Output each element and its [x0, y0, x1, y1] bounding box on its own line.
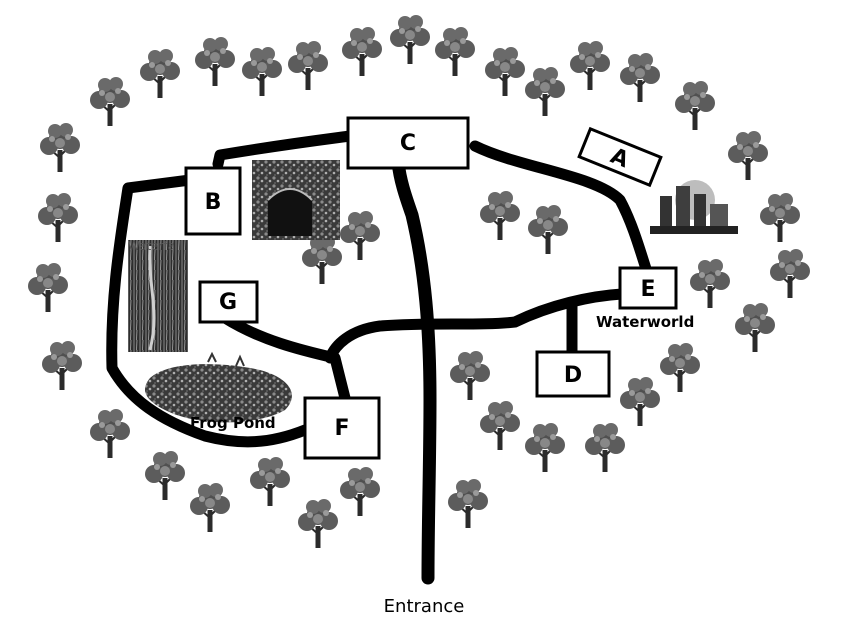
- tree-icon: [339, 466, 381, 517]
- frog-pond-icon: [145, 351, 292, 423]
- tree-icon: [659, 342, 701, 393]
- tree-icon: [139, 48, 181, 99]
- location-c-label: C: [400, 131, 416, 156]
- cross-trail: [324, 288, 628, 364]
- location-e-label: E: [640, 277, 655, 302]
- tree-icon: [479, 400, 521, 451]
- location-c[interactable]: C: [346, 116, 470, 170]
- tree-icon: [569, 40, 611, 91]
- tree-icon: [194, 36, 236, 87]
- location-e[interactable]: E: [618, 266, 678, 310]
- location-f[interactable]: F: [303, 396, 381, 460]
- tree-icon: [249, 456, 291, 507]
- tree-icon: [584, 422, 626, 473]
- tree-icon: [689, 258, 731, 309]
- tree-icon: [734, 302, 776, 353]
- tree-icon: [144, 450, 186, 501]
- entrance-trail: [391, 155, 437, 585]
- tree-icon: [727, 130, 769, 181]
- frog-pond-label: Frog Pond: [190, 414, 276, 432]
- tree-icon: [339, 210, 381, 261]
- tree-icon: [769, 248, 811, 299]
- tree-icon: [479, 190, 521, 241]
- tree-icon: [27, 262, 69, 313]
- tree-icon: [189, 482, 231, 533]
- location-a[interactable]: A: [577, 126, 663, 188]
- tree-icon: [759, 192, 801, 243]
- tree-icon: [449, 350, 491, 401]
- tree-icon: [37, 192, 79, 243]
- tree-icon: [524, 66, 566, 117]
- tree-icon: [89, 408, 131, 459]
- location-b[interactable]: B: [184, 166, 242, 236]
- outer-loop-trail: [212, 130, 356, 170]
- tree-icon: [41, 340, 83, 391]
- tree-icon: [619, 376, 661, 427]
- location-b-label: B: [205, 190, 222, 215]
- trail-network: [106, 130, 653, 585]
- location-d[interactable]: D: [535, 350, 611, 398]
- location-f-label: F: [334, 416, 349, 441]
- tree-icon: [619, 52, 661, 103]
- cave-icon: [252, 160, 340, 240]
- tree-icon: [674, 80, 716, 131]
- location-g-label: G: [219, 290, 237, 315]
- tree-icon: [434, 26, 476, 77]
- tree-icon: [297, 498, 339, 549]
- tree-icon: [447, 478, 489, 529]
- tree-icon: [89, 76, 131, 127]
- entrance-label: Entrance: [384, 596, 465, 617]
- tree-icon: [241, 46, 283, 97]
- tree-icon: [341, 26, 383, 77]
- outer-loop-trail: [469, 140, 653, 278]
- tree-icon: [524, 422, 566, 473]
- tree-icon: [389, 14, 431, 65]
- waterfall-label: Waterfall: [128, 239, 182, 253]
- tree-icon: [527, 204, 569, 255]
- location-d-label: D: [564, 363, 582, 388]
- tree-icon: [287, 40, 329, 91]
- waterfall-icon: [128, 240, 188, 352]
- tree-icon: [39, 122, 81, 173]
- waterworld-label: Waterworld: [596, 313, 694, 331]
- location-g[interactable]: G: [198, 280, 259, 324]
- outer-loop-trail: [106, 174, 311, 448]
- castle-icon: [650, 180, 738, 234]
- tree-icon: [484, 46, 526, 97]
- tree-icon: [301, 234, 343, 285]
